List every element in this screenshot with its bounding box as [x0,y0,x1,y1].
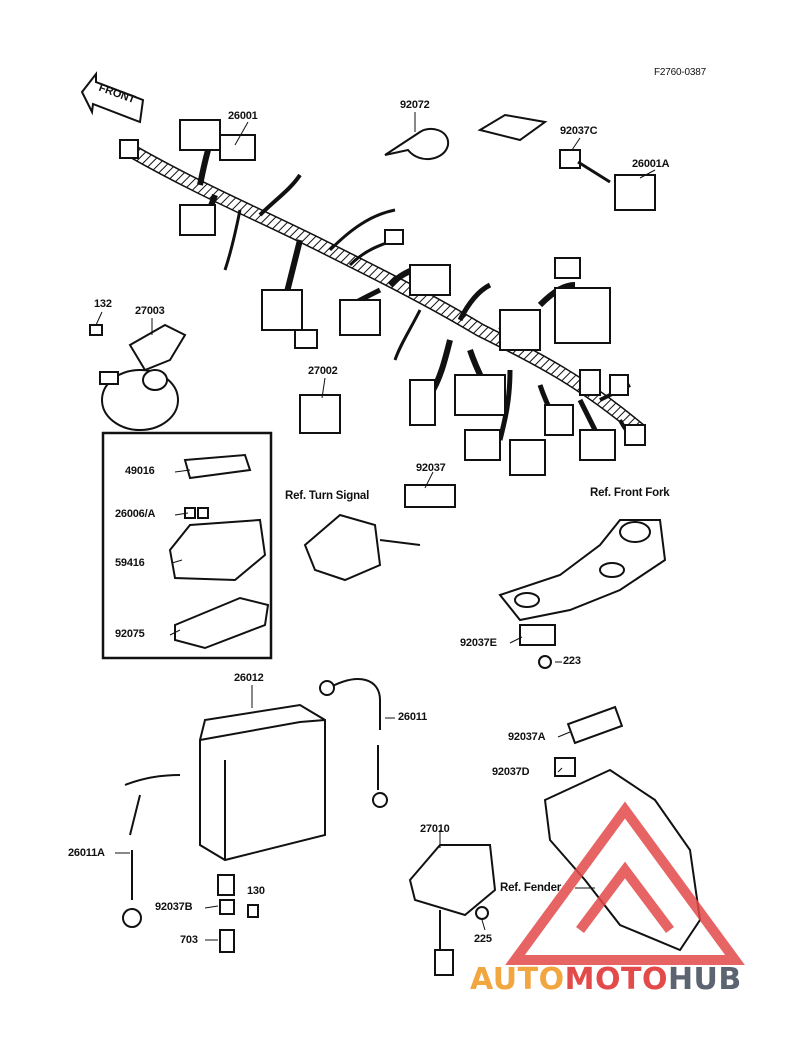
label-92037C: 92037C [560,125,598,137]
strap-92072 [384,127,450,160]
label-130: 130 [247,885,265,897]
label-26006A: 26006/A [115,508,156,520]
leader-lines [95,112,656,941]
regulator-27010 [408,844,497,976]
watermark-part3: HUB [667,962,742,997]
figure-code: F2760-0387 [654,67,706,78]
label-92037: 92037 [416,462,446,474]
main-harness [126,128,645,442]
label-92037B: 92037B [155,901,193,913]
label-26001: 26001 [228,110,258,122]
fuse-box-parts [168,453,270,650]
label-ref-front-fork: Ref. Front Fork [590,487,670,499]
label-223: 223 [563,655,581,667]
label-92037E: 92037E [460,637,497,649]
label-132: 132 [94,298,112,310]
clamp-and-connector [477,113,656,211]
watermark-text: AUTOMOTOHUB [470,962,742,997]
label-59416: 59416 [115,557,145,569]
label-26001A: 26001A [632,158,670,170]
label-27002: 27002 [308,365,338,377]
label-27003: 27003 [135,305,165,317]
label-ref-fender: Ref. Fender [500,882,562,894]
battery-cables [122,678,388,928]
label-703: 703 [180,934,198,946]
label-92037A: 92037A [508,731,546,743]
label-27010: 27010 [420,823,450,835]
label-225: 225 [474,933,492,945]
watermark-part2: MOTO [564,962,668,997]
front-fork-bracket-ref [498,519,667,669]
harness-connectors [119,119,646,476]
label-92072: 92072 [400,99,430,111]
battery-26012 [199,703,326,862]
label-ref-turn-signal: Ref. Turn Signal [285,490,370,502]
battery-small-parts [217,874,259,953]
label-92037D: 92037D [492,766,530,778]
fuse-box-group-frame [101,431,273,660]
fender-ref [543,705,702,952]
turn-signal-ref [303,484,456,582]
label-26011: 26011 [398,711,427,723]
label-49016: 49016 [125,465,155,477]
label-26012: 26012 [234,672,264,684]
front-arrow-icon [80,71,145,124]
watermark-logo-icon [505,801,745,965]
horn-27003 [89,323,187,431]
watermark-part1: AUTO [470,962,565,997]
label-92075: 92075 [115,628,145,640]
label-26011A: 26011A [68,847,105,859]
relay-27002 [299,394,341,434]
